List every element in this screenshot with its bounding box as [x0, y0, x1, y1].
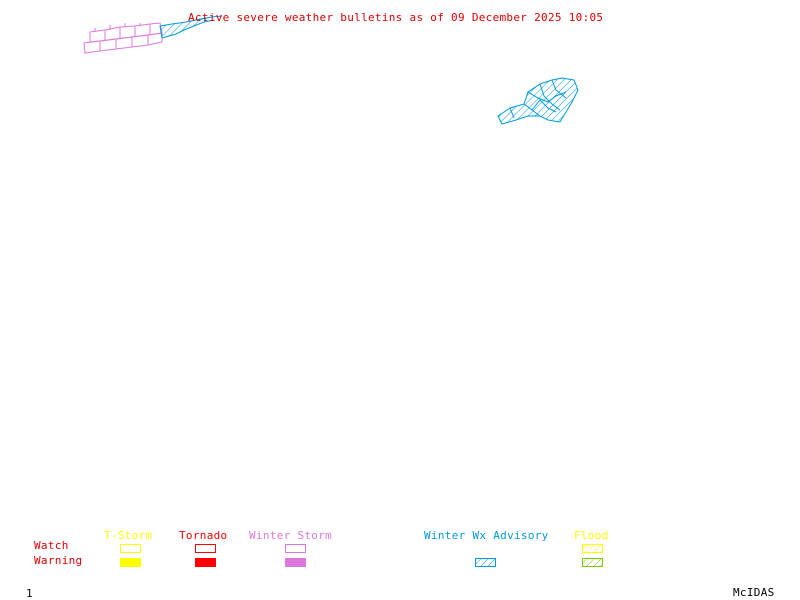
legend-tstorm-label: T-Storm	[104, 529, 153, 542]
legend-flood-watch-swatch	[582, 544, 603, 553]
bulletin-title: Active severe weather bulletins as of 09…	[188, 11, 604, 24]
frame-number: 1	[26, 587, 33, 600]
legend-warning-label: Warning	[34, 554, 83, 567]
mcidas-label: McIDAS	[733, 586, 775, 599]
legend-winter-storm-label: Winter Storm	[249, 529, 333, 542]
legend-winter-storm-watch-swatch	[285, 544, 306, 553]
legend-flood-label: Flood	[574, 529, 609, 542]
legend-watch-label: Watch	[34, 539, 69, 552]
legend-winter-wx-advisory-label: Winter Wx Advisory	[424, 529, 549, 542]
legend-tstorm-watch-swatch	[120, 544, 141, 553]
legend-tornado-label: Tornado	[179, 529, 228, 542]
legend-winter-storm-warning-swatch	[285, 558, 306, 567]
legend-tstorm-warning-swatch	[120, 558, 141, 567]
winter-wx-advisory-area-east	[497, 77, 579, 125]
legend-winter-wx-advisory-swatch	[475, 558, 496, 567]
winter-storm-warning-area	[83, 22, 163, 54]
legend-flood-warning-swatch	[582, 558, 603, 567]
legend-tornado-warning-swatch	[195, 558, 216, 567]
winter-wx-advisory-area-west	[159, 15, 223, 39]
legend-swatches	[120, 544, 603, 567]
legend-tornado-watch-swatch	[195, 544, 216, 553]
